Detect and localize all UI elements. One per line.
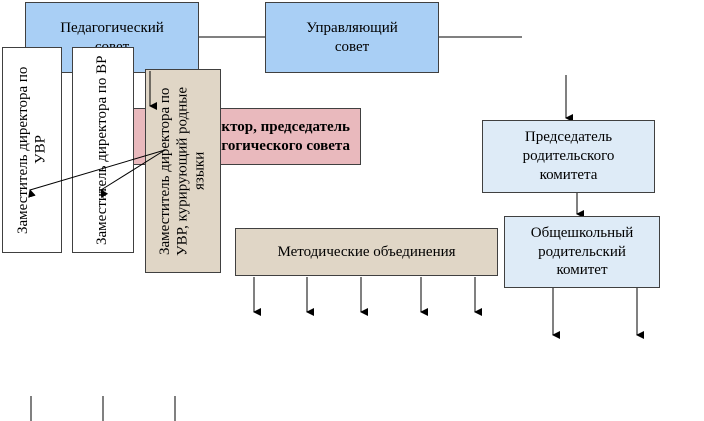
mgmt-council-label: Управляющий совет [306, 19, 398, 55]
arrow-to-deputy-vr [100, 149, 166, 199]
methodical-assoc-box: Методические объединения [235, 228, 498, 276]
deputy-uvr-langs-box: Заместитель директора по УВР, курирующий… [145, 69, 221, 273]
director-chair-label: Директор, председатель педагогического с… [187, 118, 350, 154]
deputy-uvr-box: Заместитель директора по УВР [2, 47, 62, 253]
parent-comm-chair-box: Председатель родительского комитета [482, 120, 655, 193]
parent-comm-chair-label: Председатель родительского комитета [522, 129, 615, 183]
mgmt-council-box: Управляющий совет [265, 2, 439, 73]
arrow-to-deputy-uvr [28, 149, 166, 198]
methodical-assoc-label: Методические объединения [277, 243, 456, 260]
school-parent-comm-box: Общешкольный родительский комитет [504, 216, 660, 288]
school-parent-comm-label: Общешкольный родительский комитет [530, 224, 634, 279]
deputy-vr-box: Заместитель директора по ВР [72, 47, 134, 253]
